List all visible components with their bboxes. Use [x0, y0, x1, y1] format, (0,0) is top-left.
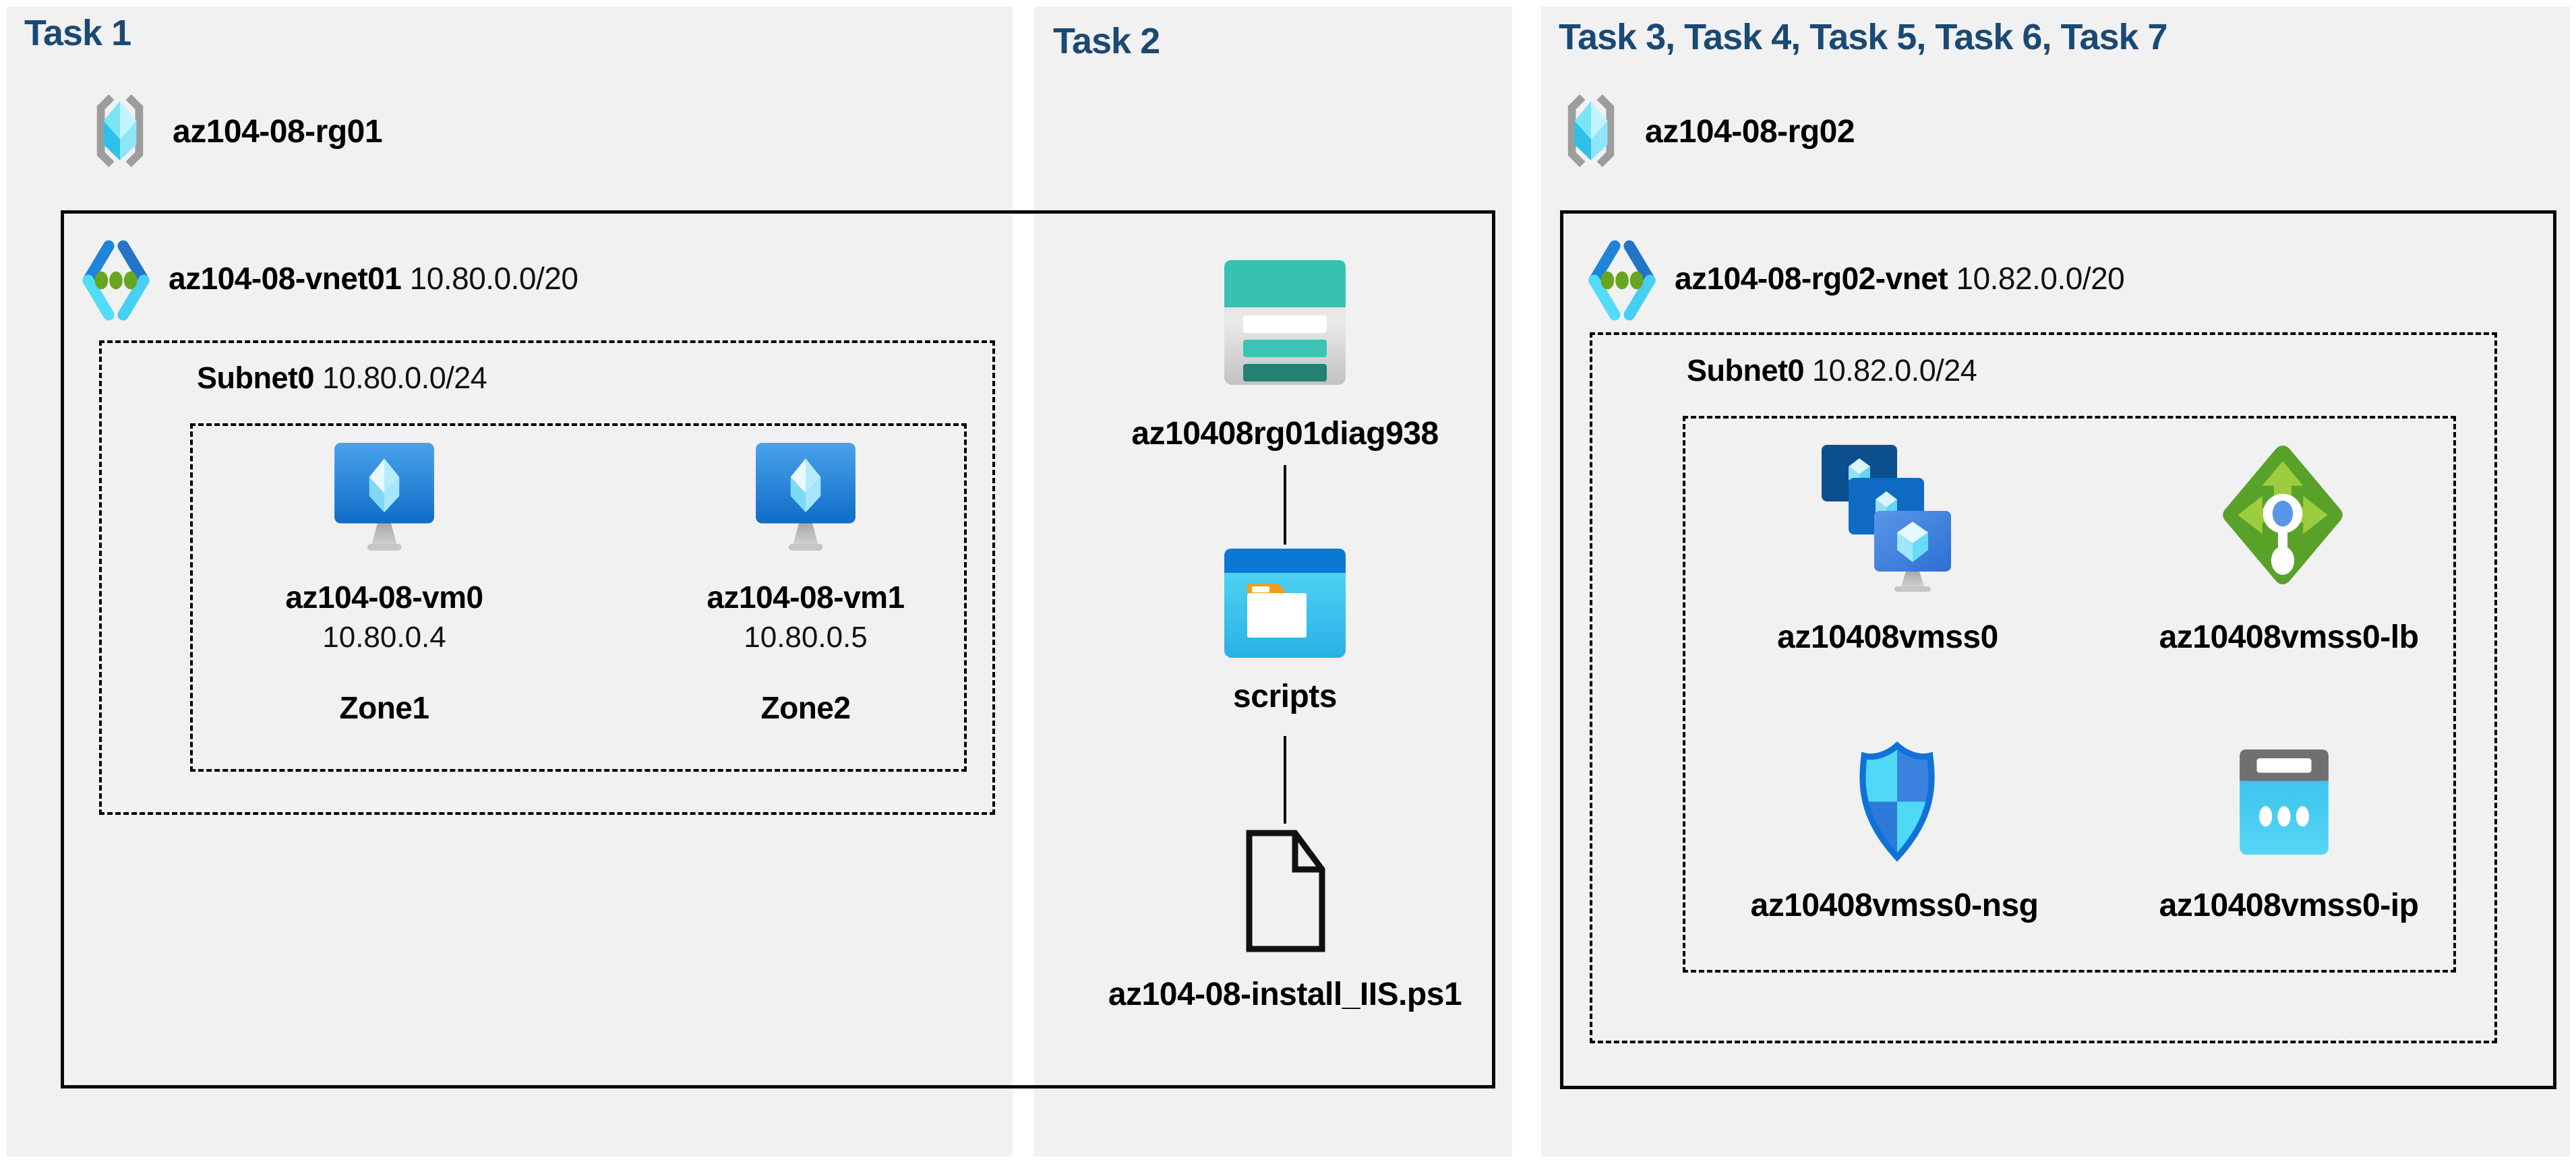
vnet2-header: az104-08-rg02-vnet 10.82.0.0/20: [1675, 260, 2125, 297]
vmss-name: az10408vmss0: [1777, 619, 1998, 655]
vm1-zone: Zone2: [760, 690, 851, 725]
task3-title: Task 3, Task 4, Task 5, Task 6, Task 7: [1559, 17, 2168, 57]
virtual-network-icon: [1586, 240, 1658, 321]
vnet1-header: az104-08-vnet01 10.80.0.0/20: [169, 260, 578, 297]
folder-name: scripts: [1233, 679, 1337, 714]
task3-panel: [1541, 7, 2570, 1157]
subnet2-box: [1590, 332, 2497, 1043]
script-file-name: az104-08-install_IIS.ps1: [1108, 977, 1462, 1012]
resource-group-name: az104-08-rg01: [173, 114, 383, 150]
vnet1-name: az104-08-vnet01: [169, 261, 402, 296]
virtual-machine-icon: [754, 441, 857, 552]
resource-group-icon: [90, 93, 150, 168]
resource-group-name: az104-08-rg02: [1645, 114, 1855, 150]
subnet2-cidr: 10.82.0.0/24: [1812, 353, 1977, 388]
vm1-group: az104-08-vm1 10.80.0.5 Zone2: [671, 441, 940, 726]
nsg-name: az10408vmss0-nsg: [1750, 888, 2039, 923]
vnet2-boundary-box: [1560, 210, 2556, 1089]
task2-title: Task 2: [1053, 21, 1160, 61]
file-icon: [1244, 828, 1327, 954]
load-balancer-name: az10408vmss0-lb: [2159, 619, 2419, 655]
vm0-group: az104-08-vm0 10.80.0.4 Zone1: [249, 441, 519, 726]
vm0-name: az104-08-vm0: [285, 580, 483, 615]
vnet2-name: az104-08-rg02-vnet: [1675, 261, 1948, 296]
vm1-ip: 10.80.0.5: [744, 621, 868, 654]
vnet2-cidr: 10.82.0.0/20: [1956, 261, 2125, 296]
subnet1-name: Subnet0: [197, 361, 315, 395]
subnet1-box: [99, 340, 995, 815]
load-balancer-icon: [2221, 443, 2344, 586]
public-ip-name: az10408vmss0-ip: [2159, 888, 2419, 923]
subnet2-inner-box: [1683, 416, 2456, 973]
resource-group-icon: [1561, 93, 1621, 168]
subnet2-name: Subnet0: [1687, 353, 1805, 388]
task1-title: Task 1: [24, 13, 131, 53]
vm0-zone: Zone1: [339, 690, 429, 725]
folder-icon: [1224, 549, 1346, 658]
vm0-ip: 10.80.0.4: [322, 621, 446, 654]
vm1-name: az104-08-vm1: [707, 580, 905, 615]
public-ip-icon: [2240, 749, 2329, 855]
connector-scripts-file: [1284, 736, 1286, 824]
virtual-network-icon: [80, 240, 152, 321]
subnet1-label: Subnet0 10.80.0.0/24: [197, 361, 487, 396]
vnet1-boundary-box: [61, 210, 1495, 1088]
subnet1-cidr: 10.80.0.0/24: [322, 361, 487, 395]
subnet1-inner-box: [190, 423, 967, 772]
subnet2-label: Subnet0 10.82.0.0/24: [1687, 353, 1977, 388]
storage-account-name: az10408rg01diag938: [1131, 416, 1439, 452]
network-security-group-icon: [1856, 741, 1938, 861]
vnet1-cidr: 10.80.0.0/20: [409, 261, 578, 296]
virtual-machine-icon: [333, 441, 436, 552]
task1-panel: [7, 7, 1013, 1157]
storage-account-icon: [1224, 260, 1346, 385]
vm-scale-set-icon: [1822, 445, 1951, 592]
connector-storage-scripts: [1284, 465, 1286, 545]
